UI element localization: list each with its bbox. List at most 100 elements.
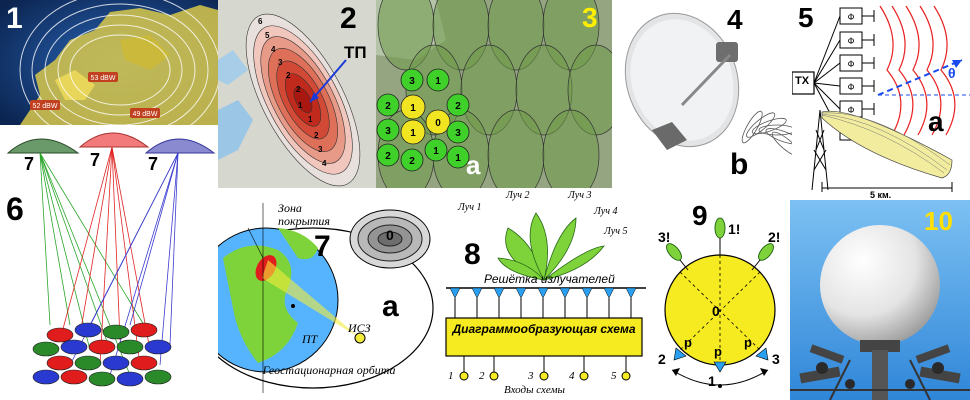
beam-cells-graphic: 3 1 2 2 1 0 1 3 3 1 1 2 2 bbox=[376, 0, 612, 188]
panel-5-number: 5 bbox=[798, 2, 814, 33]
radome-graphic bbox=[790, 200, 970, 400]
distance-label: 5 км. bbox=[870, 190, 892, 200]
bfn-graphic bbox=[445, 212, 646, 381]
contour-label-3b: 3 bbox=[318, 145, 323, 154]
phase-label-2: Ф bbox=[848, 36, 855, 46]
cell-label-10: 1 bbox=[433, 146, 439, 157]
feed-bottom-label-1: 1 bbox=[708, 373, 716, 389]
contour-map-graphic: 6 5 4 3 2 2 1 1 2 3 4 bbox=[218, 0, 376, 188]
panel-9-number: 9 bbox=[692, 200, 708, 231]
bfn-label: Диаграммообразующая схема bbox=[452, 322, 636, 336]
beam-label-2: Луч 2 bbox=[506, 190, 530, 201]
cell-label-8: 3 bbox=[385, 126, 391, 137]
beam-label-4: Луч 4 bbox=[594, 206, 618, 217]
input-label-4: 4 bbox=[569, 370, 575, 382]
tx-label: TX bbox=[795, 75, 810, 87]
sat-label-3: 7 bbox=[148, 154, 159, 174]
beam-label-1-prime: 1! bbox=[728, 221, 741, 237]
panel-3-sub-label: a bbox=[466, 150, 481, 180]
panel-4-sub-label: b bbox=[730, 148, 749, 181]
cell-label-12: 2 bbox=[385, 151, 391, 162]
orbit-label: Геостационарная орбита bbox=[262, 363, 396, 377]
panel-5-phased-array: Ф Ф Ф Ф Ф Ф bbox=[792, 0, 970, 200]
input-label-2: 2 bbox=[479, 370, 485, 382]
terminal-label: ПТ bbox=[302, 332, 318, 346]
tp-label: ТП bbox=[344, 43, 367, 62]
panel-8-beamforming-network: 8 Луч 1 Луч 2 Луч 3 Луч 4 Луч 5 Решётка … bbox=[436, 188, 652, 400]
sat-label-2: 7 bbox=[90, 150, 101, 170]
panel-2-number: 2 bbox=[340, 2, 357, 35]
panel-3-multibeam-cells: 3 1 2 2 1 0 1 3 3 1 1 2 2 3 a bbox=[376, 0, 612, 188]
globe-graphic bbox=[218, 203, 434, 393]
panel-1-number: 1 bbox=[6, 2, 23, 35]
input-label-1: 1 bbox=[448, 370, 454, 382]
sat-label-1: 7 bbox=[24, 154, 35, 174]
europe-map-graphic: 53 dBW 52 dBW 49 dBW bbox=[0, 0, 218, 125]
multisatellite-graphic bbox=[6, 132, 216, 387]
cell-label-6: 0 bbox=[435, 118, 441, 129]
feed-label-2: 2 bbox=[658, 351, 666, 367]
cell-label-3: 2 bbox=[455, 101, 461, 112]
contour-label-4b: 4 bbox=[322, 159, 327, 168]
dbw-label-2: 52 dBW bbox=[33, 103, 58, 110]
cell-label-4: 2 bbox=[385, 101, 391, 112]
contour-label-3: 3 bbox=[278, 58, 283, 67]
contour-zero-label: 0 bbox=[386, 227, 394, 243]
phase-label-1: Ф bbox=[848, 12, 855, 22]
panel-4-number: 4 bbox=[727, 4, 743, 35]
phase-label-3: Ф bbox=[848, 59, 855, 69]
panel-2-contour-map: 6 5 4 3 2 2 1 1 2 3 4 2 ТП bbox=[218, 0, 376, 188]
phase-label-4: Ф bbox=[848, 82, 855, 92]
panel-10-number: 10 bbox=[924, 206, 953, 236]
dish-graphic bbox=[624, 12, 792, 157]
contour-label-2c: 2 bbox=[314, 131, 319, 140]
panel-4-dish-antenna: 4 b bbox=[612, 0, 792, 190]
feed-label-p-left: p bbox=[684, 335, 692, 350]
lens-center-label: 0 bbox=[712, 303, 720, 319]
contour-label-2: 2 bbox=[286, 71, 291, 80]
feed-label-p-center: p bbox=[714, 344, 722, 359]
panel-3-number: 3 bbox=[582, 2, 598, 33]
panel-8-number: 8 bbox=[464, 238, 481, 271]
satellite-label: ИСЗ bbox=[348, 321, 371, 335]
dbw-label-3: 49 dBW bbox=[133, 111, 158, 118]
contour-label-1b: 1 bbox=[308, 115, 313, 124]
coverage-label: Зона покрытия bbox=[278, 201, 330, 228]
panel-7-number: 7 bbox=[314, 230, 331, 263]
input-label-3: 3 bbox=[528, 370, 534, 382]
beam-label-3-prime: 3! bbox=[658, 229, 671, 245]
theta-label: θ bbox=[948, 65, 956, 81]
panel-6-multisatellite: 7 7 7 6 bbox=[0, 125, 218, 400]
inputs-label: Входы схемы bbox=[504, 384, 565, 396]
contour-label-2b: 2 bbox=[296, 85, 301, 94]
cell-label-2: 1 bbox=[435, 76, 441, 87]
phased-array-graphic: Ф Ф Ф Ф Ф Ф bbox=[792, 5, 970, 192]
contour-label-4: 4 bbox=[271, 45, 276, 54]
cell-label-11: 1 bbox=[455, 153, 461, 164]
contour-label-1: 1 bbox=[298, 101, 303, 110]
panel-1-europe-coverage-map: 53 dBW 52 dBW 49 dBW 1 bbox=[0, 0, 218, 125]
phase-label-5: Ф bbox=[848, 105, 855, 115]
cell-label-5: 1 bbox=[410, 103, 416, 114]
cell-label-7: 1 bbox=[410, 128, 416, 139]
feed-label-p-right: p bbox=[744, 335, 752, 350]
cell-label-1: 3 bbox=[409, 76, 415, 87]
panel-9-lens-antenna: 9 3! 1! 2! 0 2 p p p 3 1 bbox=[652, 200, 790, 400]
beam-label-2-prime: 2! bbox=[768, 229, 781, 245]
beam-label-3: Луч 3 bbox=[568, 190, 592, 201]
panel-7-sub-label: a bbox=[382, 290, 399, 323]
cell-label-9: 3 bbox=[455, 128, 461, 139]
panel-6-number: 6 bbox=[6, 191, 24, 227]
dbw-label-1: 53 dBW bbox=[91, 75, 116, 82]
cell-label-13: 2 bbox=[409, 156, 415, 167]
lens-graphic bbox=[664, 217, 776, 388]
beam-label-1: Луч 1 bbox=[458, 202, 482, 213]
contour-label-6: 6 bbox=[258, 17, 263, 26]
input-label-5: 5 bbox=[611, 370, 617, 382]
contour-label-5: 5 bbox=[265, 31, 270, 40]
array-label: Решётка излучателей bbox=[484, 272, 615, 286]
panel-7-geostationary-globe: 0 7 a Зона покрытия ИСЗ ПТ Геостационарн… bbox=[218, 188, 436, 400]
feed-label-3: 3 bbox=[772, 351, 780, 367]
contour-inset-graphic bbox=[349, 209, 431, 269]
beam-label-5: Луч 5 bbox=[604, 226, 628, 237]
